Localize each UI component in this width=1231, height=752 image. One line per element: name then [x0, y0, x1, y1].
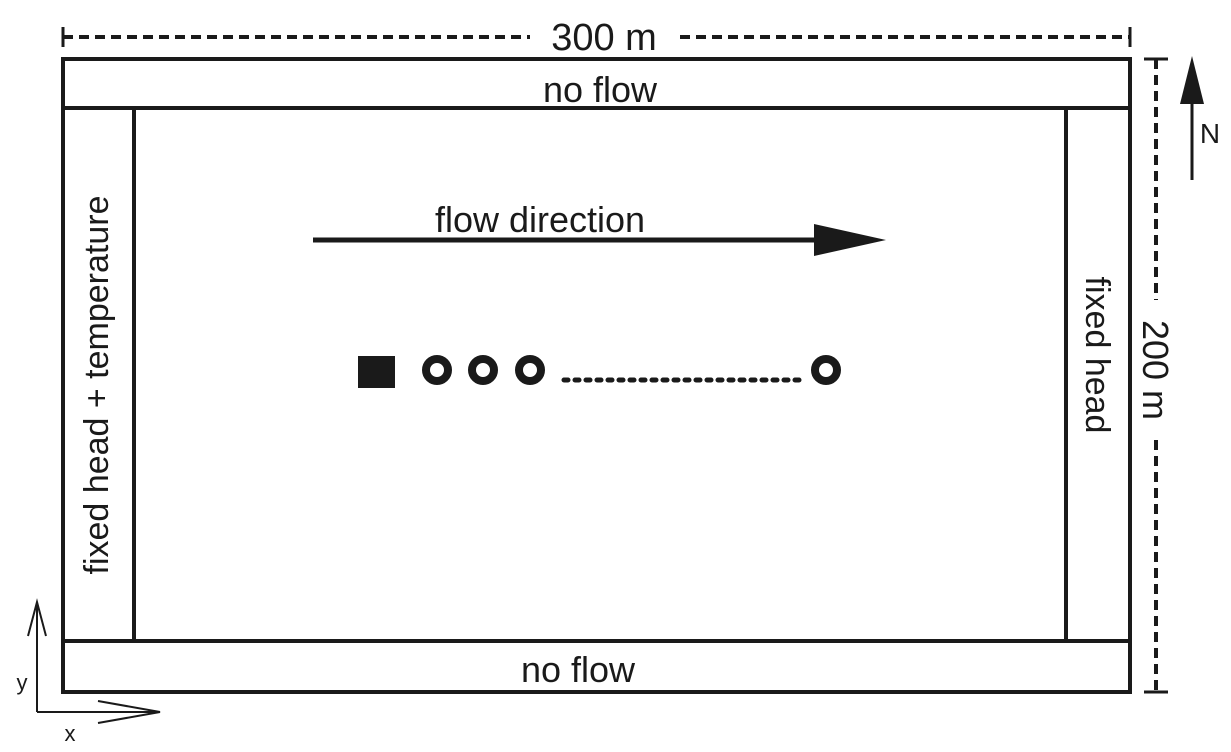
x-axis-arrow-icon [97, 700, 161, 724]
observation-well-marker [811, 355, 841, 385]
flow-direction-label: flow direction [435, 199, 645, 240]
north-arrow-icon: N [1180, 56, 1220, 180]
width-dimension: 300 m [61, 17, 1132, 59]
model-domain-outline [61, 57, 1132, 694]
top-boundary-label: no flow [543, 69, 658, 110]
bottom-boundary-label: no flow [521, 649, 636, 690]
left-boundary-label: fixed head + temperature [78, 196, 116, 575]
y-axis-label: y [17, 670, 28, 695]
observation-well-marker [422, 355, 452, 385]
observation-well-marker [515, 355, 545, 385]
well-array [358, 355, 841, 388]
y-axis-arrow-icon [27, 598, 47, 637]
observation-well-marker [468, 355, 498, 385]
coordinate-axes: y x [17, 598, 161, 746]
injection-well-marker [358, 356, 395, 388]
height-label: 200 m [1135, 320, 1176, 420]
width-label: 300 m [551, 17, 657, 59]
flow-direction-arrow: flow direction [313, 199, 886, 256]
height-dimension: 200 m [1135, 57, 1176, 694]
right-boundary-label: fixed head [1078, 277, 1116, 434]
x-axis-label: x [65, 721, 76, 746]
flow-arrowhead-icon [814, 224, 886, 256]
north-label: N [1200, 118, 1220, 149]
